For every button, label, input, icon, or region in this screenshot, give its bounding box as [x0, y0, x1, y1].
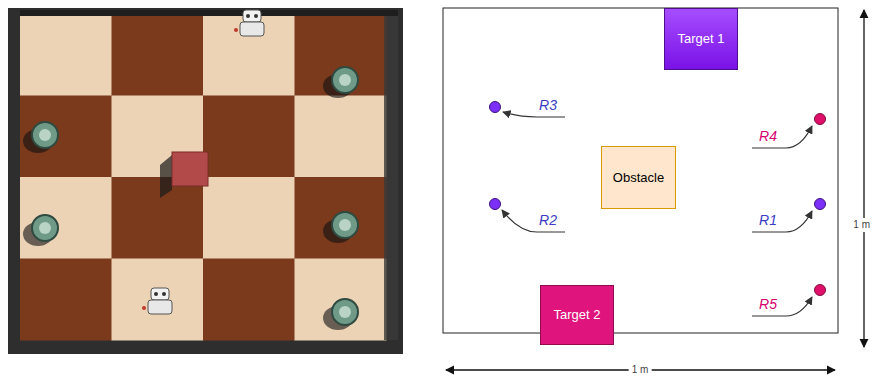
- dimension-label: 1 m: [629, 363, 652, 377]
- robot-head: [243, 10, 261, 22]
- arena-wall: [384, 14, 398, 340]
- floor-tile: [20, 177, 112, 259]
- robot-board: [339, 219, 351, 231]
- floor-tile: [295, 96, 387, 178]
- robot-body: [32, 122, 58, 148]
- robot-head: [151, 288, 169, 300]
- floor-tile: [112, 259, 204, 341]
- heading-arrow: [752, 297, 812, 316]
- robot-dot: [815, 285, 826, 296]
- target-box: Target 1: [664, 8, 738, 70]
- node-label: Target 2: [554, 307, 601, 323]
- robot-light: [234, 28, 238, 32]
- robot-body: [332, 212, 358, 238]
- robot-eye: [254, 14, 258, 18]
- robot-dot: [815, 114, 826, 125]
- robot-light: [142, 306, 146, 310]
- floor-tile: [20, 96, 112, 178]
- robot-body: [32, 215, 58, 241]
- dimension-arrow: [863, 10, 864, 347]
- humanoid-robot: [142, 288, 172, 314]
- heading-arrow: [752, 126, 812, 148]
- robot-label: R4: [759, 128, 777, 145]
- robot-dot: [815, 199, 826, 210]
- robot-eye: [154, 292, 158, 296]
- robot-board: [39, 129, 51, 141]
- simulation-screenshot: [8, 8, 403, 354]
- mobile-robot: [323, 212, 358, 243]
- floor-tile: [203, 14, 295, 96]
- mobile-robot: [23, 122, 58, 153]
- mobile-robot: [323, 299, 358, 330]
- robot-board: [339, 306, 351, 318]
- robot-body: [332, 67, 358, 93]
- robot-dots: [490, 102, 826, 296]
- floor-tile: [112, 177, 204, 259]
- obstacle-cube: [172, 152, 208, 186]
- floor-tile: [112, 14, 204, 96]
- floor-tile: [295, 177, 387, 259]
- dimension-lines: [446, 10, 864, 370]
- floor-tile: [203, 177, 295, 259]
- obstacle-box: Obstacle: [601, 146, 676, 209]
- node-label: Target 1: [678, 31, 725, 47]
- robot-eye: [162, 292, 166, 296]
- checkerboard: [20, 14, 387, 341]
- robot-label: R5: [759, 296, 777, 313]
- mobile-robot: [323, 67, 358, 98]
- arena-wall: [20, 10, 398, 16]
- floor-tile: [20, 259, 112, 341]
- robot-body: [240, 22, 264, 36]
- node-label: Obstacle: [613, 170, 664, 186]
- arena-frame: [8, 8, 403, 354]
- heading-arrow: [502, 210, 565, 232]
- robot-dot: [490, 199, 501, 210]
- robot-board: [39, 222, 51, 234]
- robot-label: R1: [759, 212, 777, 229]
- robot-board: [339, 74, 351, 86]
- robot-dot: [490, 102, 501, 113]
- humanoid-robot: [234, 10, 264, 36]
- heading-arrow: [752, 211, 812, 232]
- robot-body: [148, 300, 172, 314]
- arena-outline: [443, 8, 838, 333]
- target-box: Target 2: [540, 285, 614, 345]
- floor-tile: [203, 96, 295, 178]
- robot-body: [332, 299, 358, 325]
- robot-group: [23, 10, 358, 330]
- floor-tile: [295, 259, 387, 341]
- dimension-label: 1 m: [850, 218, 873, 232]
- floor-tile: [20, 14, 112, 96]
- robot-label: R3: [539, 97, 557, 114]
- robot-eye: [246, 14, 250, 18]
- robot-label: R2: [539, 212, 557, 229]
- floor-tile: [295, 14, 387, 96]
- cube-shadow: [160, 155, 172, 198]
- floor-tile: [203, 259, 295, 341]
- mobile-robot: [23, 215, 58, 246]
